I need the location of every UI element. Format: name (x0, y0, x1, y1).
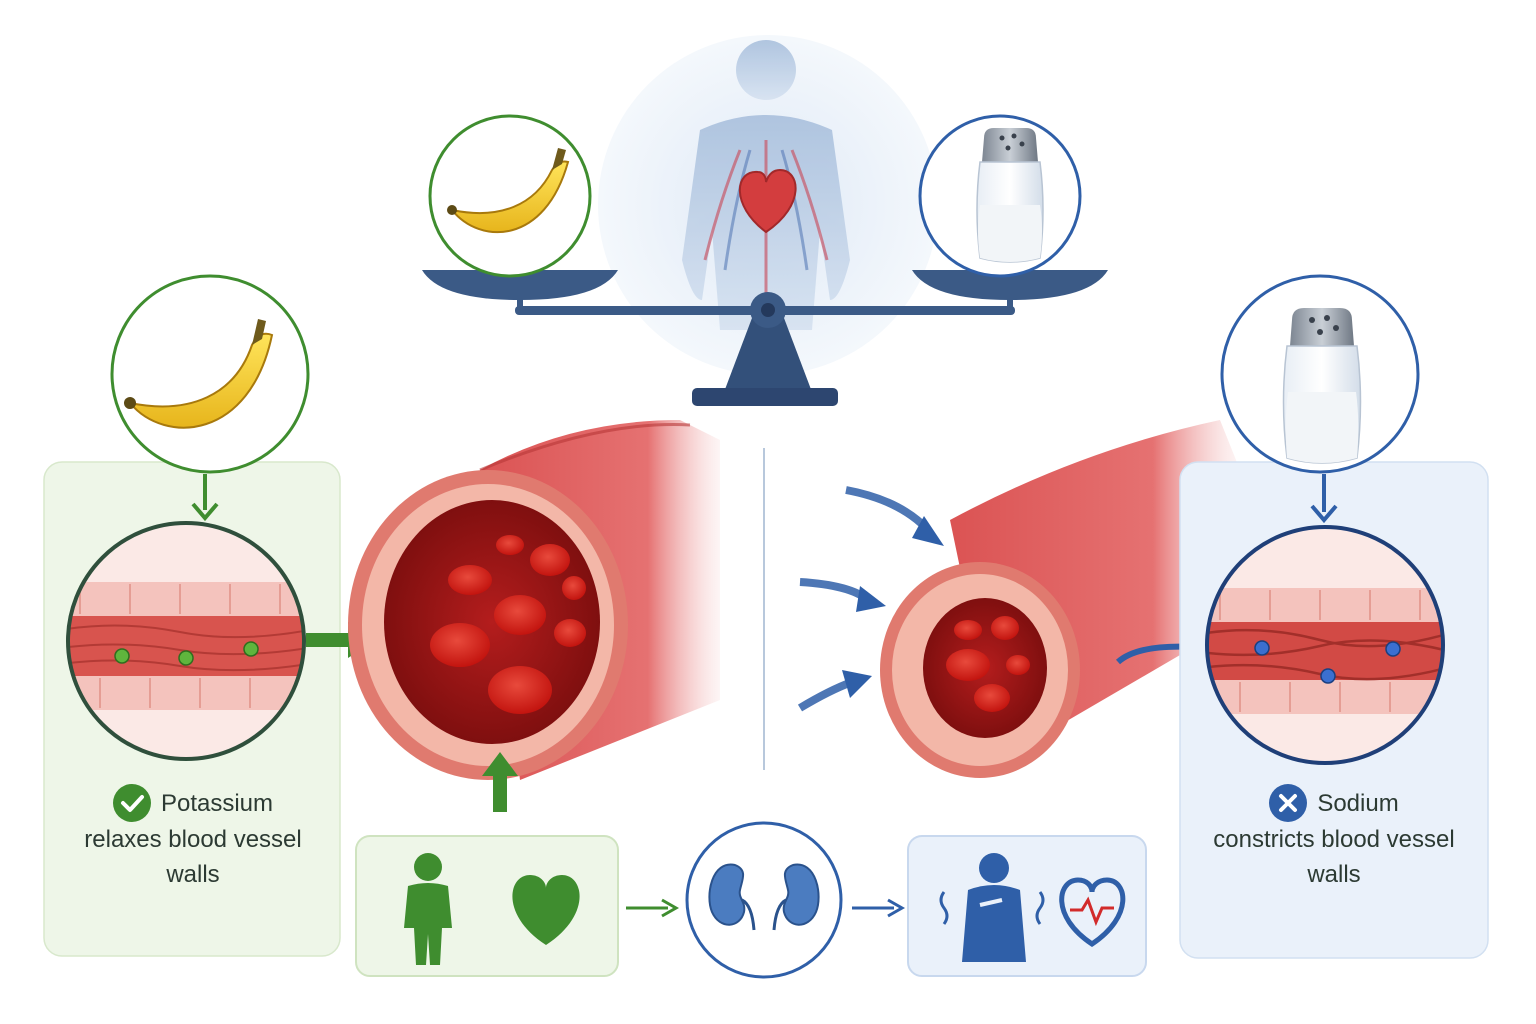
banana-icon (124, 319, 274, 429)
sodium-description-line1: constricts blood vessel (1213, 826, 1455, 853)
potassium-description-line2: walls (166, 861, 220, 888)
left-pan (422, 270, 618, 300)
red-blood-cells (430, 535, 586, 714)
cross-icon (1269, 784, 1308, 822)
kidneys-icon (708, 863, 820, 931)
potassium-ion (178, 650, 194, 666)
dilated-blood-vessel (348, 420, 720, 780)
potassium-description-line1: relaxes blood vessel (84, 826, 302, 853)
sodium-ion (1320, 668, 1336, 684)
right-pan (912, 270, 1108, 300)
potassium-title: Potassium (160, 789, 274, 817)
scale-banana-circle (428, 114, 592, 278)
check-icon (112, 784, 151, 822)
sodium-title: Sodium (1317, 789, 1399, 817)
sodium-ion (1385, 641, 1401, 657)
scale-post (724, 318, 812, 392)
person-chest-pain-icon (939, 853, 1045, 962)
balance-scale (422, 35, 1108, 406)
constricted-blood-vessel (880, 420, 1240, 778)
human-heart-icon (682, 40, 850, 330)
sodium-caption: Sodium constricts blood vessel walls (1196, 784, 1472, 892)
salt-shaker-icon (976, 128, 1044, 263)
heart-rate-icon (1059, 877, 1126, 948)
potassium-caption: Potassium relaxes blood vessel walls (60, 784, 326, 892)
red-blood-cells (946, 616, 1030, 712)
heart-icon (512, 875, 580, 945)
flow-step-healthy (355, 835, 619, 977)
potassium-source-circle (110, 274, 310, 474)
potassium-ion (114, 648, 130, 664)
flow-step-kidneys (685, 821, 843, 979)
salt-shaker-icon (1282, 308, 1362, 464)
sodium-ion (1254, 640, 1270, 656)
potassium-ion (243, 641, 259, 657)
constricted-vessel-wall-icon (1205, 525, 1445, 765)
person-icon (404, 853, 452, 965)
scale-base (692, 388, 838, 406)
relaxed-vessel-wall-icon (66, 521, 306, 761)
sodium-description-line2: walls (1307, 861, 1361, 888)
banana-icon (447, 148, 570, 233)
